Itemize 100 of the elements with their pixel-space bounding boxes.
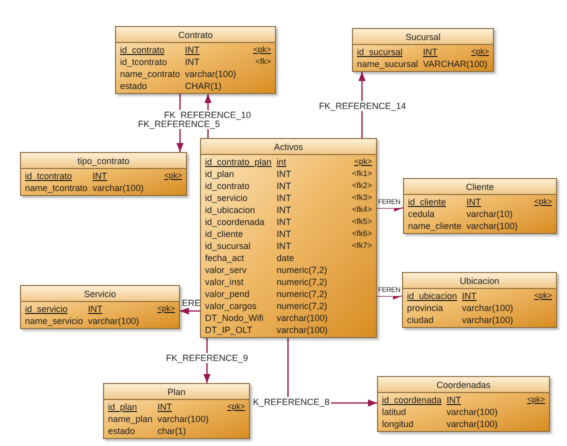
- column-name: name_sucursal: [357, 58, 418, 70]
- column-type: varchar(100): [276, 312, 329, 324]
- table-title: Coordenadas: [436, 380, 491, 390]
- key-tag: <fk>: [255, 56, 271, 68]
- column-name: estado: [120, 80, 148, 92]
- column-name: longitud: [382, 418, 415, 430]
- column-name: fecha_act: [205, 252, 246, 264]
- column-type: date: [276, 252, 296, 264]
- key-tag: <pk>: [164, 170, 182, 182]
- column-name: cedula: [408, 208, 436, 220]
- entity-table: [200, 138, 377, 338]
- column-name: id_coordenada: [205, 216, 266, 228]
- column-type: INT: [158, 401, 172, 413]
- column-name: name_tcontrato: [25, 182, 88, 194]
- entity-table: [402, 272, 557, 328]
- column-name: latitud: [382, 406, 408, 418]
- column-type: char(1): [158, 425, 188, 437]
- column-name: id_servicio: [205, 192, 249, 204]
- column-type: varchar(100): [462, 302, 514, 314]
- column-name: id_plan: [108, 401, 138, 413]
- column-type: INT: [462, 290, 477, 302]
- key-tag: <fk1>: [352, 168, 372, 180]
- entity-table: [115, 26, 276, 94]
- column-type: INT: [276, 228, 292, 240]
- key-tag: <pk>: [227, 401, 245, 413]
- column-type: numeric(7,2): [276, 276, 328, 288]
- edge-label: FK_REFERENCE_9: [165, 353, 250, 363]
- column-type: INT: [276, 216, 292, 228]
- column-name: valor_cargos: [205, 300, 258, 312]
- column-type: varchar(100): [88, 315, 140, 327]
- key-tag: <fk4>: [352, 204, 372, 216]
- table-title: Contrato: [178, 30, 213, 40]
- table-title: tipo_contrato: [77, 156, 130, 166]
- column-name: valor_pend: [205, 288, 251, 300]
- table-title: Plan: [167, 387, 186, 397]
- key-tag: <pk>: [527, 394, 545, 406]
- column-name: valor_serv: [205, 264, 248, 276]
- edge-label: FK_REFERENCE_10: [163, 110, 252, 120]
- column-name: id_tcontrato: [120, 56, 168, 68]
- edge-label: K_REFERENCE_8: [252, 397, 331, 407]
- column-type: int: [276, 156, 288, 168]
- key-tag: <fk6>: [352, 228, 372, 240]
- column-name: id_cliente: [205, 228, 244, 240]
- relationship-arrow: [180, 307, 200, 315]
- key-tag: <fk3>: [352, 192, 372, 204]
- column-type: INT: [276, 168, 292, 180]
- column-name: ciudad: [407, 314, 435, 326]
- table-title: Cliente: [466, 182, 494, 192]
- column-type: INT: [446, 394, 462, 406]
- table-title: Ubicacion: [460, 276, 500, 286]
- column-name: name_servicio: [25, 315, 84, 327]
- column-type: INT: [88, 303, 103, 315]
- column-type: VARCHAR(100): [423, 58, 488, 70]
- column-type: varchar(100): [276, 324, 329, 336]
- key-tag: <pk>: [534, 290, 552, 302]
- column-name: id_sucursal: [205, 240, 252, 252]
- column-name: id_ubicacion: [407, 290, 458, 302]
- key-tag: <pk>: [354, 156, 372, 168]
- column-name: id_sucursal: [357, 46, 404, 58]
- column-name: valor_inst: [205, 276, 245, 288]
- edge-label: ERE: [181, 298, 202, 308]
- column-name: DT_IP_OLT: [205, 324, 254, 336]
- column-type: INT: [276, 240, 292, 252]
- entity-table: [103, 383, 250, 439]
- column-type: varchar(100): [158, 413, 210, 425]
- edge-label: FK_REFERENCE_5: [137, 119, 222, 129]
- column-name: estado: [108, 425, 136, 437]
- column-type: INT: [92, 170, 108, 182]
- key-tag: <pk>: [157, 303, 175, 315]
- column-name: id_tcontrato: [25, 170, 74, 182]
- column-type: varchar(100): [92, 182, 145, 194]
- column-type: varchar(100): [446, 406, 499, 418]
- column-type: numeric(7,2): [276, 300, 328, 312]
- column-name: id_servicio: [25, 303, 69, 315]
- column-type: INT: [276, 204, 292, 216]
- column-name: DT_Nodo_Wifi: [205, 312, 265, 324]
- column-type: INT: [185, 44, 200, 56]
- column-type: varchar(100): [466, 220, 519, 232]
- relationship-arrow: [358, 72, 366, 138]
- column-name: id_ubicacion: [205, 204, 256, 216]
- entity-table: [352, 28, 494, 72]
- column-type: varchar(100): [446, 418, 499, 430]
- column-type: INT: [276, 192, 292, 204]
- edge-label: FK_REFERENCE_14: [318, 101, 408, 111]
- column-type: INT: [185, 56, 200, 68]
- column-name: name_contrato: [120, 68, 180, 80]
- column-type: INT: [423, 46, 438, 58]
- key-tag: <pk>: [534, 196, 552, 208]
- column-name: id_plan: [205, 168, 236, 180]
- key-tag: <pk>: [471, 46, 489, 58]
- column-type: varchar(100): [185, 68, 238, 80]
- column-type: INT: [276, 180, 292, 192]
- column-type: INT: [466, 196, 482, 208]
- column-name: id_contrato: [120, 44, 166, 56]
- column-type: numeric(7,2): [276, 264, 328, 276]
- column-type: numeric(7,2): [276, 288, 328, 300]
- entity-table: [377, 376, 550, 432]
- column-name: provincia: [407, 302, 444, 314]
- column-name: name_cliente: [408, 220, 462, 232]
- table-title: Servicio: [84, 289, 116, 299]
